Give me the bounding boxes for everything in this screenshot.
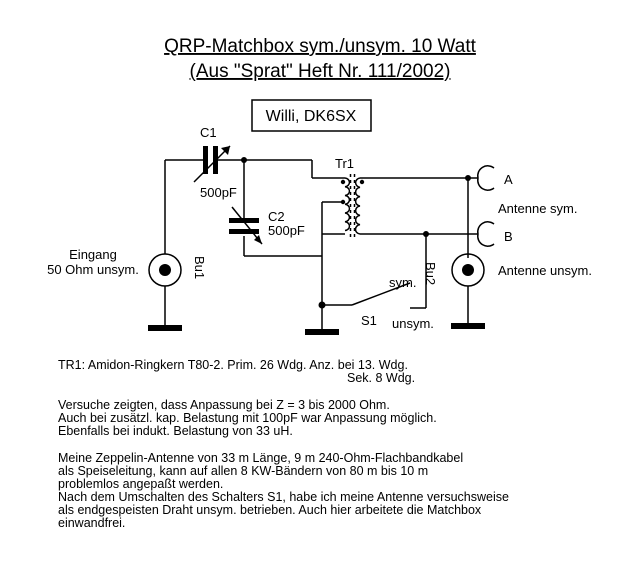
- label-c2-value: 500pF: [268, 223, 305, 238]
- terminal-hooks: [477, 165, 495, 247]
- note-tr1-line1: TR1: Amidon-Ringkern T80-2. Prim. 26 Wdg…: [58, 358, 408, 372]
- wiring: [164, 159, 478, 329]
- label-c2: C2: [268, 209, 285, 224]
- label-sym: sym.: [389, 275, 416, 290]
- note-p2-line1: Meine Zeppelin-Antenne von 33 m Länge, 9…: [58, 451, 464, 465]
- note-p1-line3: Ebenfalls bei indukt. Belastung von 33 u…: [58, 424, 293, 438]
- author-box: [251, 99, 372, 132]
- notes-block: TR1: Amidon-Ringkern T80-2. Prim. 26 Wdg…: [58, 359, 636, 530]
- note-p1-line1: Versuche zeigten, dass Anpassung bei Z =…: [58, 398, 390, 412]
- note-p2-line3: problemlos angepaßt werden.: [58, 477, 224, 491]
- note-p2-line2: als Speiseleitung, kann auf allen 8 KW-B…: [58, 464, 429, 478]
- title-line-2: (Aus "Sprat" Heft Nr. 111/2002): [190, 61, 451, 82]
- label-bu1: Bu1: [192, 256, 207, 279]
- junction-dots: [241, 157, 471, 309]
- note-p2-line5: als endgespeisten Draht unsym. betrieben…: [58, 503, 482, 517]
- capacitor-c1: [193, 145, 231, 183]
- label-antenna-sym: Antenne sym.: [498, 201, 578, 216]
- note-p2-line6: einwandfrei.: [58, 516, 126, 530]
- label-terminal-b: B: [504, 229, 513, 244]
- author-label: Willi, DK6SX: [266, 108, 357, 125]
- connector-bu2: [451, 253, 485, 287]
- connector-bu1: [148, 253, 182, 287]
- note-tr1-line2: Sek. 8 Wdg.: [347, 371, 416, 385]
- label-tr1: Tr1: [335, 156, 354, 171]
- label-bu2: Bu2: [423, 262, 438, 285]
- label-input-line1: Eingang: [69, 247, 117, 262]
- label-terminal-a: A: [504, 172, 513, 187]
- label-c1-value: 500pF: [200, 185, 237, 200]
- label-c1: C1: [200, 125, 217, 140]
- ground-symbols: [148, 323, 485, 335]
- note-p1-line2: Auch bei zusätzl. kap. Belastung mit 100…: [58, 411, 437, 425]
- label-unsym: unsym.: [392, 316, 434, 331]
- circuit-schematic: QRP-Matchbox sym./unsym. 10 Watt (Aus "S…: [47, 36, 592, 335]
- title-line-1: QRP-Matchbox sym./unsym. 10 Watt: [164, 36, 477, 57]
- label-input-line2: 50 Ohm unsym.: [47, 262, 139, 277]
- transformer-tr1: [344, 174, 361, 240]
- label-s1: S1: [361, 313, 377, 328]
- label-antenna-unsym: Antenne unsym.: [498, 263, 592, 278]
- capacitor-c2: [229, 206, 263, 245]
- transformer-dots: [340, 179, 365, 205]
- note-p2-line4: Nach dem Umschalten des Schalters S1, ha…: [58, 490, 509, 504]
